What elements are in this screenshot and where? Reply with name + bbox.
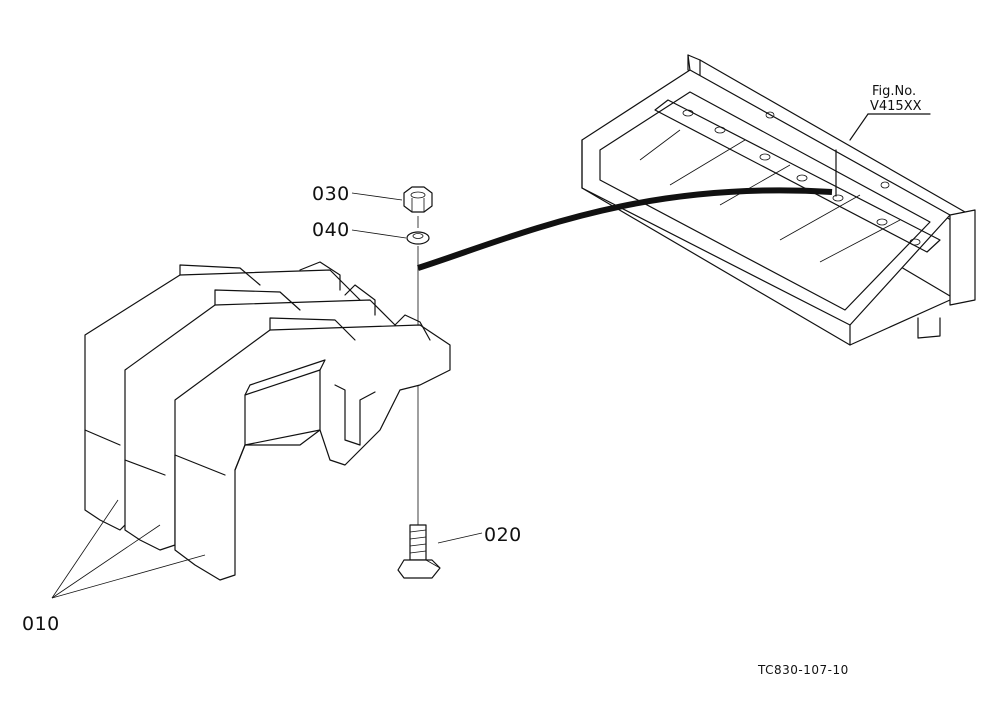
bolt-020 [397,524,441,579]
callout-leaders [51,192,483,599]
fig-no-label: Fig.No. [872,84,916,99]
callout-020: 020 [484,524,522,546]
callout-030: 030 [312,183,350,205]
weight-front [174,314,451,581]
callout-010: 010 [22,613,60,635]
weight-bracket [581,54,976,346]
drawing-code: TC830-107-10 [757,663,849,677]
bracket-holes [682,109,921,246]
mounting-curve [417,187,833,271]
figure-reference: Fig.No. V415XX [849,84,931,141]
callout-040: 040 [312,219,350,241]
nut-030 [403,186,433,213]
fig-no-value: V415XX [870,99,922,114]
washer-040 [406,231,430,245]
suitcase-weights [84,261,451,581]
